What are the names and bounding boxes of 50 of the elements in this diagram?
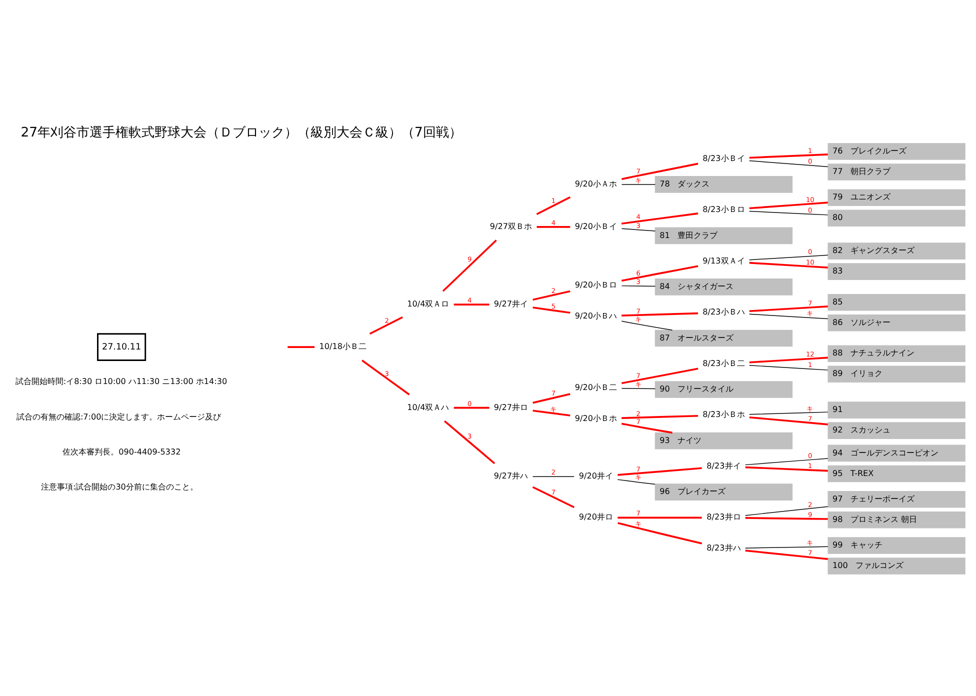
connector xyxy=(621,228,656,231)
connector xyxy=(621,162,698,180)
connector xyxy=(532,486,575,508)
connector xyxy=(749,160,828,167)
connector xyxy=(369,316,403,334)
connector xyxy=(532,290,570,300)
connector xyxy=(745,516,828,520)
connector xyxy=(622,312,698,316)
connector xyxy=(618,466,702,476)
connector xyxy=(744,506,828,516)
connector xyxy=(288,346,315,348)
connector xyxy=(744,458,828,465)
connector xyxy=(621,367,698,384)
connector xyxy=(749,313,828,319)
connector xyxy=(621,264,698,282)
connector xyxy=(749,356,828,363)
connector xyxy=(622,414,698,418)
connector xyxy=(749,210,828,215)
connector xyxy=(745,466,828,472)
connector xyxy=(532,476,574,477)
connector xyxy=(454,406,490,408)
connector xyxy=(621,422,672,434)
connector xyxy=(442,239,497,292)
connector xyxy=(749,201,828,209)
connector xyxy=(621,212,698,224)
connector xyxy=(744,546,828,548)
connector xyxy=(621,387,656,389)
connector xyxy=(444,420,496,464)
connector xyxy=(617,478,656,484)
connector xyxy=(749,254,828,260)
connector xyxy=(749,411,828,414)
diagram-title: 27年刈谷市選手権軟式野球大会（Ｄブロック）（級別大会Ｃ級）（7回戦） xyxy=(20,124,462,140)
connector xyxy=(536,196,571,214)
connector xyxy=(621,320,673,330)
connector xyxy=(532,306,570,314)
node-box: 27.10.11 xyxy=(97,332,146,360)
connector xyxy=(749,416,828,425)
connector xyxy=(749,261,828,268)
connector xyxy=(618,522,702,544)
connector xyxy=(536,226,570,228)
connector xyxy=(621,284,656,286)
connector xyxy=(749,305,828,312)
connector xyxy=(749,152,828,158)
connector xyxy=(454,303,490,305)
connector xyxy=(749,364,828,370)
connector xyxy=(745,549,828,560)
connector xyxy=(362,359,410,395)
connector xyxy=(532,392,570,404)
connector xyxy=(532,409,570,416)
connector xyxy=(618,516,702,518)
